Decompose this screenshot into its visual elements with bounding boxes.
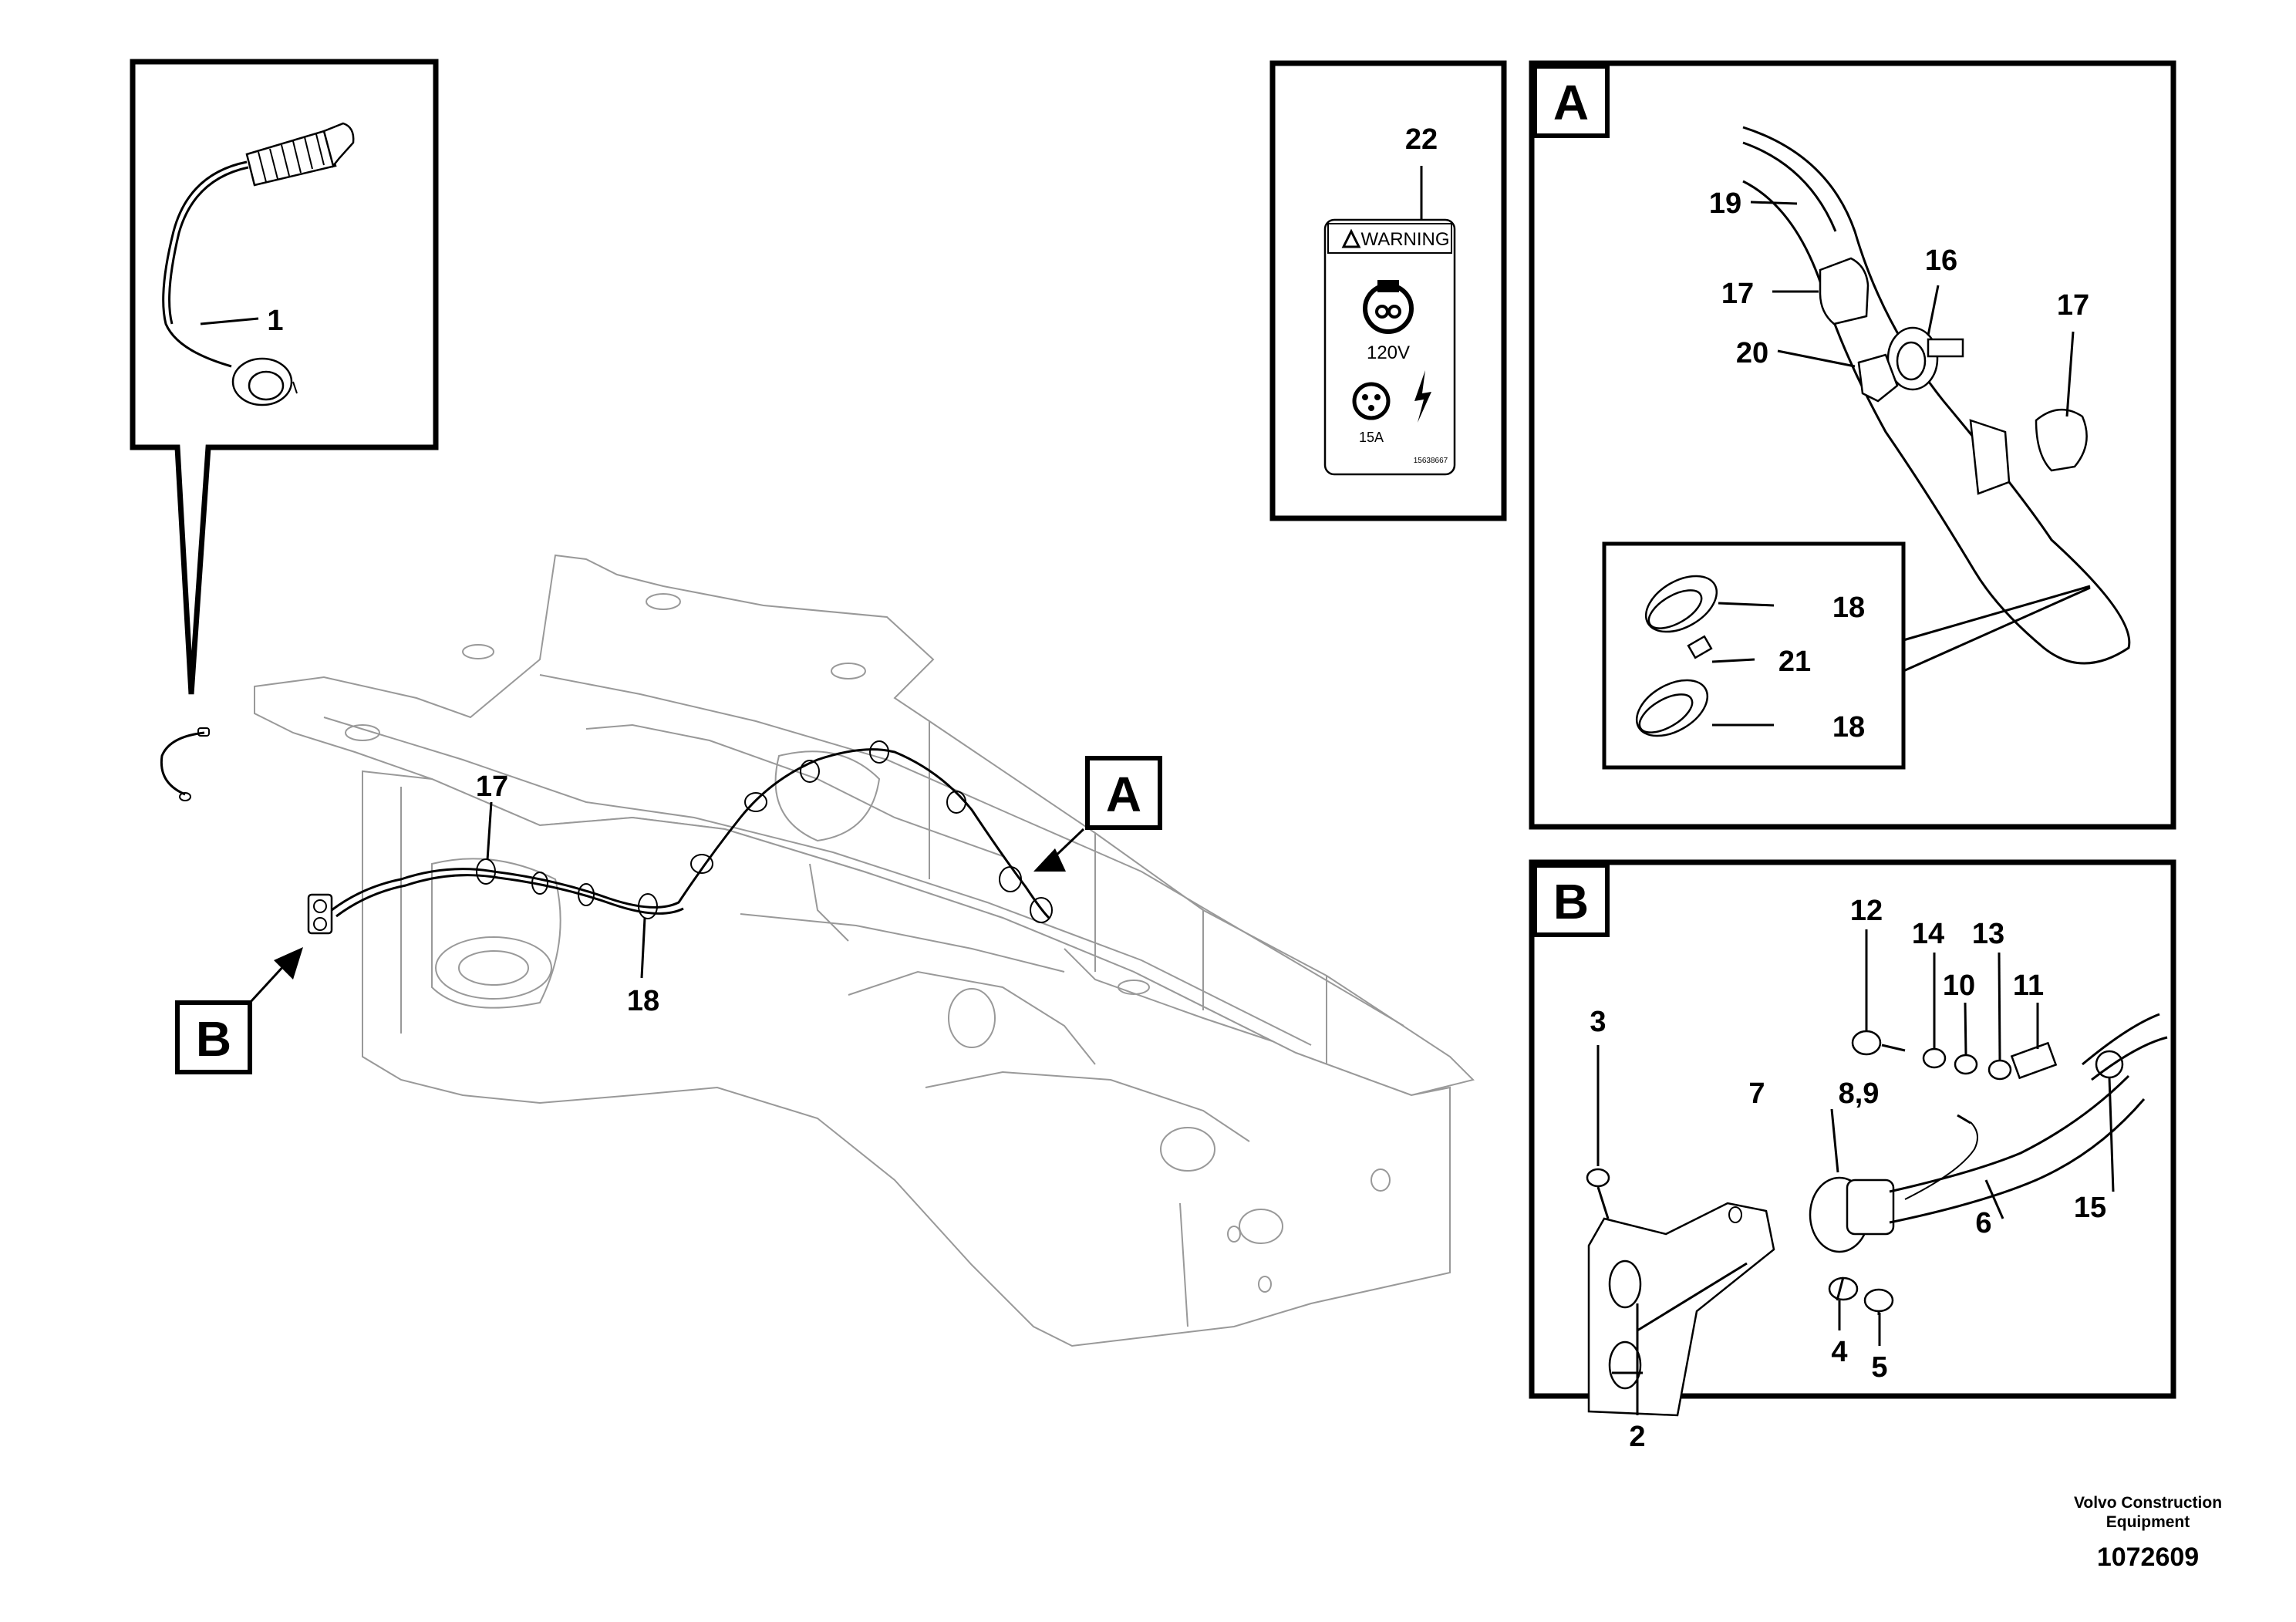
label-15: 15 [2074, 1192, 2106, 1224]
label-1: 1 [267, 305, 283, 337]
label-18-a-top: 18 [1832, 592, 1865, 624]
lightning-bolt-icon [1414, 370, 1431, 423]
warning-header: WARNING [1360, 229, 1449, 250]
label-5: 5 [1871, 1351, 1887, 1384]
view-b-letter-main: B [196, 1011, 231, 1067]
view-letters: A B A B [196, 75, 1589, 1067]
footer-company-line1: Volvo Construction [2074, 1494, 2222, 1512]
warning-label-text: WARNING 120V 15A 15638667 [1359, 229, 1450, 465]
callout-a-marker [1033, 756, 1162, 872]
view-b-letter-panel: B [1553, 874, 1589, 929]
detail-panel-item-1 [130, 59, 439, 695]
label-22: 22 [1405, 123, 1438, 156]
label-18-a-bottom: 18 [1832, 711, 1865, 744]
label-4: 4 [1831, 1336, 1847, 1368]
label-16: 16 [1925, 244, 1957, 277]
label-3: 3 [1590, 1006, 1606, 1038]
detail-view-a [1529, 60, 2176, 830]
warning-triangle-icon [1341, 228, 1361, 248]
detail-view-b [1529, 859, 2176, 1417]
detail-panel-item-22 [1269, 60, 1507, 521]
machine-frame [254, 554, 1475, 1347]
warning-voltage: 120V [1367, 342, 1410, 363]
label-2: 2 [1629, 1421, 1645, 1453]
leader-lines [200, 201, 2115, 1415]
view-a-letter-main: A [1106, 767, 1141, 822]
document-number: 1072609 [2097, 1543, 2199, 1572]
loose-cable-item-1 [160, 727, 210, 801]
label-11: 11 [2013, 969, 2044, 1002]
label-12: 12 [1850, 895, 1883, 927]
footer-company-line2: Equipment [2106, 1513, 2190, 1531]
label-10: 10 [1943, 969, 1975, 1002]
label-20: 20 [1736, 337, 1768, 369]
label-17-a-right: 17 [2057, 289, 2089, 322]
callout-b-marker [175, 947, 303, 1074]
label-18-main: 18 [627, 985, 659, 1017]
label-7: 7 [1748, 1077, 1765, 1110]
outlet-icon [1352, 382, 1391, 420]
warning-amperage: 15A [1359, 430, 1384, 445]
part-labels: 1 17 18 22 19 17 16 17 20 18 21 18 12 14… [267, 123, 2106, 1453]
label-14: 14 [1912, 918, 1944, 950]
label-6: 6 [1975, 1207, 1991, 1239]
view-a-letter-panel: A [1553, 75, 1589, 130]
label-19: 19 [1709, 187, 1741, 220]
warning-code: 15638667 [1414, 457, 1448, 465]
label-13: 13 [1972, 918, 2004, 950]
wiring-harness [307, 740, 1053, 935]
label-21: 21 [1778, 646, 1811, 678]
label-8-9: 8,9 [1839, 1077, 1880, 1110]
label-17-a-left: 17 [1721, 278, 1754, 310]
footer: Volvo Construction Equipment 1072609 [2074, 1494, 2222, 1572]
label-17-main: 17 [476, 771, 508, 803]
